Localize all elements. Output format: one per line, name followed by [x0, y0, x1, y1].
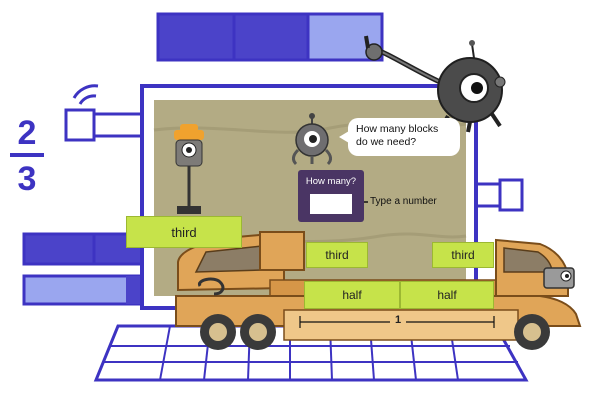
- left-fraction-bar-half: [22, 274, 146, 306]
- crane-robot-icon: [174, 124, 204, 214]
- truck-wheel: [514, 314, 550, 350]
- truck-wheel: [240, 314, 276, 350]
- ruler-label: 1: [390, 312, 406, 328]
- third-block-slot[interactable]: third: [432, 242, 494, 268]
- answer-prompt-title: How many?: [305, 176, 357, 187]
- held-fraction-block[interactable]: third: [126, 216, 242, 248]
- third-block-slot[interactable]: third: [306, 242, 368, 268]
- half-block[interactable]: half: [304, 281, 400, 309]
- answer-hint: Type a number: [370, 196, 437, 207]
- pointing-robot-icon: [364, 35, 506, 133]
- speaker-port-left: [64, 84, 148, 142]
- truck-wheel: [200, 314, 236, 350]
- fraction-denominator: 3: [17, 160, 37, 198]
- top-fraction-bar: [156, 12, 384, 62]
- answer-prompt: How many?: [298, 170, 364, 222]
- answer-input[interactable]: [310, 194, 352, 214]
- fraction-line: [10, 153, 44, 157]
- left-fraction-bar-thirds: [22, 232, 146, 266]
- fraction-numerator: 2: [17, 114, 37, 152]
- speaker-port-right: [468, 178, 524, 212]
- half-block[interactable]: half: [400, 281, 494, 309]
- small-robot-icon: [291, 113, 333, 166]
- robot-speech-bubble: How many blocks do we need?: [339, 118, 460, 156]
